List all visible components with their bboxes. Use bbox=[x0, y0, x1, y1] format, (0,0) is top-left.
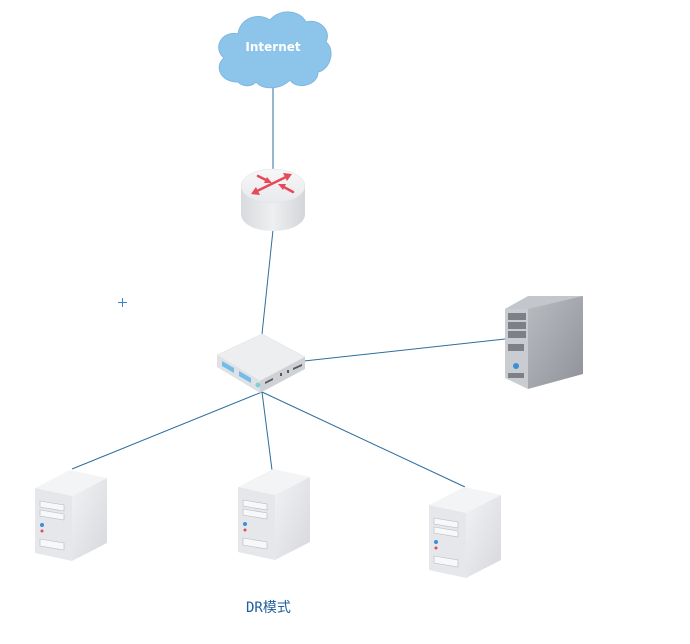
link-router-switch bbox=[261, 229, 274, 335]
router-arrows-icon bbox=[251, 173, 295, 195]
director-server-icon[interactable] bbox=[505, 296, 583, 389]
real-server-1-icon[interactable] bbox=[35, 470, 107, 561]
switch-icon[interactable] bbox=[216, 333, 306, 393]
internet-label: Internet bbox=[245, 40, 300, 54]
link-switch-server-2 bbox=[261, 391, 273, 471]
power-button-icon bbox=[513, 363, 519, 369]
link-switch-server-3 bbox=[261, 391, 466, 488]
status-led-icon bbox=[434, 546, 438, 550]
link-switch-server-1 bbox=[71, 391, 263, 470]
status-led-icon bbox=[243, 522, 247, 526]
switch-port-icon bbox=[239, 371, 251, 383]
router-icon[interactable] bbox=[240, 168, 306, 231]
real-server-3-icon[interactable] bbox=[429, 487, 501, 578]
status-led-icon bbox=[40, 523, 44, 527]
real-server-2-icon[interactable] bbox=[238, 469, 310, 560]
status-led-icon bbox=[243, 528, 247, 532]
switch-led-icon bbox=[255, 382, 261, 388]
crosshair-icon bbox=[118, 298, 127, 307]
diagram-caption: DR模式 bbox=[246, 600, 291, 616]
status-led-icon bbox=[40, 529, 44, 533]
switch-port-icon bbox=[222, 361, 234, 373]
link-switch-director bbox=[303, 338, 506, 362]
status-led-icon bbox=[434, 540, 438, 544]
links bbox=[71, 88, 506, 488]
internet-cloud-icon[interactable]: Internet bbox=[218, 11, 332, 89]
